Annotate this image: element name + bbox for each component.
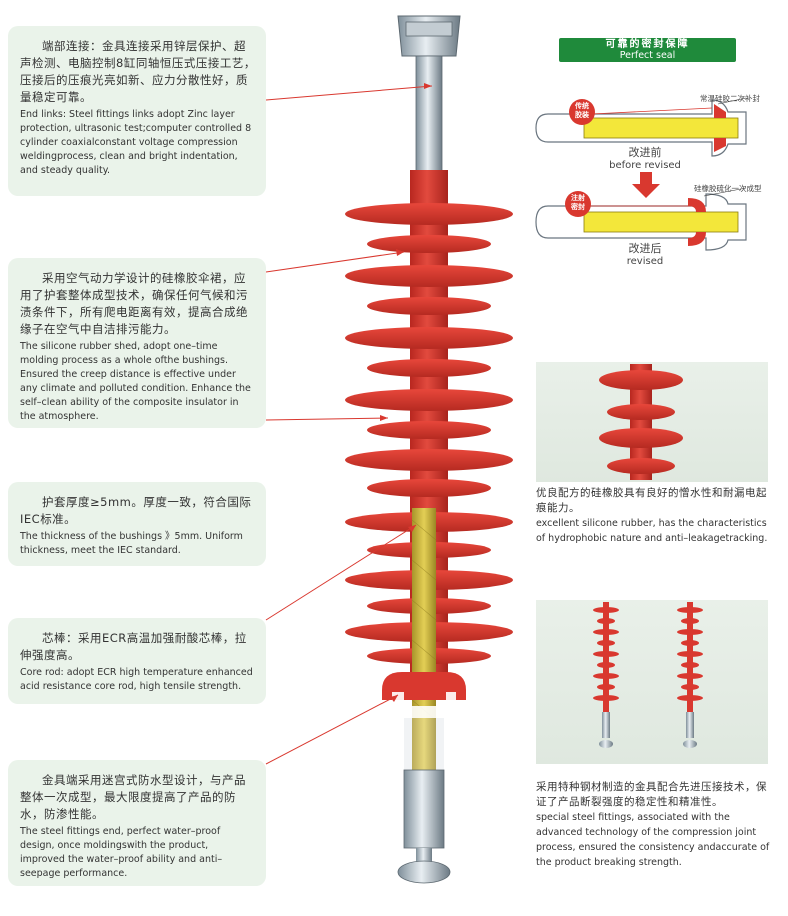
top-end-fitting [397,15,461,177]
core-rod-box: 芯棒：采用ECR高温加强耐酸芯棒，拉伸强度高。 Core rod: adopt … [8,618,266,704]
mini-shed [677,607,703,613]
silicone-shed-en: The silicone rubber shed, adopt one–time… [20,341,251,422]
mini-shed [593,607,619,613]
core-rod-en: Core rod: adopt ECR high temperature enh… [20,667,253,692]
seal-after-diagram [535,187,747,251]
after-badge-line2: 密封 [571,203,585,211]
mini-shed [681,640,699,646]
after-badge: 注射 密封 [566,194,590,212]
end-links-zh: 端部连接：金具连接采用锌层保护、超声检测、电脑控制8缸同轴恒压式压接工艺，压接后… [20,39,256,104]
after-label-en: revised [626,256,664,267]
after-badge-line1: 注射 [571,194,585,202]
end-links-en: End links: Steel fittings links adopt Zi… [20,109,252,176]
photo1-caption: 优良配方的硅橡胶具有良好的憎水性和耐漏电起痕能力。 excellent sili… [536,486,774,546]
mini-shed [593,651,619,657]
waterproof-zh: 金具端采用迷宫式防水型设计，与产品整体一次成型，最大限度提高了产品的防水，防渗性… [20,773,246,821]
shed [367,235,491,253]
silicone-shed-box: 采用空气动力学设计的硅橡胶伞裙，应用了护套整体成型技术，确保任何气候和污渍条件下… [8,258,266,428]
shed [345,449,513,471]
pointer-lines [265,85,433,765]
silicone-shed-photo [536,362,768,482]
mini-shed [593,695,619,701]
mini-shed [677,673,703,679]
shed [367,359,491,377]
mini-shed [677,629,703,635]
end-links-box: 端部连接：金具连接采用锌层保护、超声检测、电脑控制8缸同轴恒压式压接工艺，压接后… [8,26,266,196]
before-badge-line2: 胶装 [575,111,589,119]
before-label-zh: 改进前 [628,146,662,159]
photo2-caption-en: special steel fittings, associated with … [536,812,770,868]
shed [367,479,491,497]
mini-shed [597,618,615,624]
mini-shed [597,662,615,668]
waterproof-en: The steel fittings end, perfect water–pr… [20,826,223,879]
perfect-seal-title: 可靠的密封保障 Perfect seal [559,38,736,62]
mini-shed [597,640,615,646]
arrow-down-icon [632,172,660,198]
silicone-sheds [345,203,513,664]
shed [345,327,513,349]
seal-before-diagram [535,97,747,157]
after-note: 硅橡胶硫化一次成型 [694,184,762,193]
mini-shed [597,684,615,690]
before-badge: 传统 胶装 [570,102,594,120]
after-label: 改进后 revised [590,242,700,268]
perfect-seal-title-zh: 可靠的密封保障 [605,39,690,50]
shed [367,297,491,315]
mini-shed [681,684,699,690]
shed [367,421,491,439]
mini-shed [593,629,619,635]
shed [345,389,513,411]
before-note: 常温硅胶二次补封 [700,94,760,103]
mini-shed [681,618,699,624]
perfect-seal-title-en: Perfect seal [619,50,676,61]
photo2-caption: 采用特种钢材制造的金具配合先进压接技术，保证了产品断裂强度的稳定性和精准性。 s… [536,780,774,870]
before-label-en: before revised [609,160,681,171]
mini-end-cap [599,740,613,748]
silicone-shed-zh: 采用空气动力学设计的硅橡胶伞裙，应用了护套整体成型技术，确保任何气候和污渍条件下… [20,271,248,336]
sheath-thickness-box: 护套厚度≥5mm。厚度一致，符合国际IEC标准。 The thickness o… [8,482,266,566]
photo1-caption-en: excellent silicone rubber, has the chara… [536,518,768,544]
shed [345,203,513,225]
core-rod-zh: 芯棒：采用ECR高温加强耐酸芯棒，拉伸强度高。 [20,631,247,662]
before-label: 改进前 before revised [590,146,700,172]
photo1-caption-zh: 优良配方的硅橡胶具有良好的憎水性和耐漏电起痕能力。 [536,487,767,514]
mini-shed [677,695,703,701]
waterproof-box: 金具端采用迷宫式防水型设计，与产品整体一次成型，最大限度提高了产品的防水，防渗性… [8,760,266,886]
mini-fitting [686,712,694,738]
sheath-thickness-zh: 护套厚度≥5mm。厚度一致，符合国际IEC标准。 [20,495,252,526]
mini-shed [681,662,699,668]
mini-fitting [602,712,610,738]
photo2-caption-zh: 采用特种钢材制造的金具配合先进压接技术，保证了产品断裂强度的稳定性和精准性。 [536,781,767,808]
bottom-end-fitting [382,672,466,884]
before-badge-line1: 传统 [575,102,589,110]
mini-shed [677,651,703,657]
after-label-zh: 改进后 [628,242,662,255]
sheath-thickness-en: The thickness of the bushings 》5mm. Unif… [20,531,243,556]
mini-shed [593,673,619,679]
shed [345,265,513,287]
mini-end-cap [683,740,697,748]
steel-fittings-photo [536,600,768,764]
